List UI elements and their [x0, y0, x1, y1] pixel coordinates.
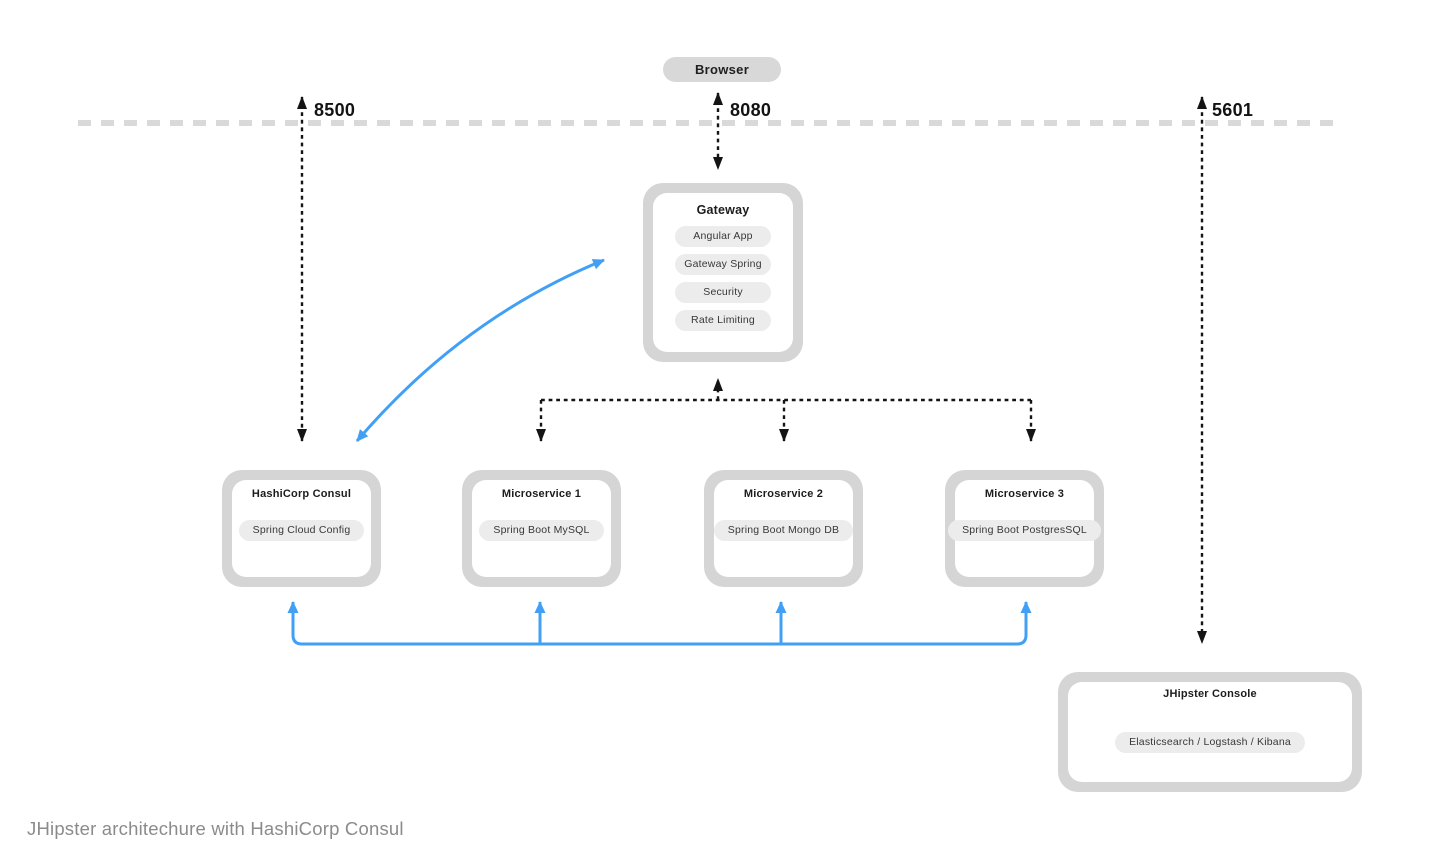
browser-node: Browser [663, 57, 781, 82]
jhipster-console-node: JHipster Console Elasticsearch / Logstas… [1058, 672, 1362, 792]
microservice3-title: Microservice 3 [984, 488, 1065, 500]
port-label-8080: 8080 [730, 100, 772, 120]
microservice3-pill-spring-boot-postgressql: Spring Boot PostgresSQL [948, 520, 1101, 541]
microservice1-node-inner: Microservice 1 Spring Boot MySQL [472, 480, 611, 577]
console-pill-elk: Elasticsearch / Logstash / Kibana [1115, 732, 1305, 753]
microservice1-title: Microservice 1 [501, 488, 582, 500]
microservice2-title: Microservice 2 [743, 488, 824, 500]
hashicorp-consul-node: HashiCorp Consul Spring Cloud Config [222, 470, 381, 587]
gateway-node: Gateway Angular App Gateway Spring Secur… [643, 183, 803, 362]
gateway-pill-stack: Angular App Gateway Spring Security Rate… [675, 226, 771, 338]
microservice1-node: Microservice 1 Spring Boot MySQL [462, 470, 621, 587]
microservice2-node: Microservice 2 Spring Boot Mongo DB [704, 470, 863, 587]
port-label-5601: 5601 [1212, 100, 1254, 120]
jhipster-console-title: JHipster Console [1163, 688, 1257, 700]
diagram-caption: JHipster architechure with HashiCorp Con… [27, 818, 404, 839]
hashicorp-consul-title: HashiCorp Consul [251, 488, 352, 500]
microservice2-node-inner: Microservice 2 Spring Boot Mongo DB [713, 480, 854, 577]
service-registration-bracket [287, 601, 1032, 646]
gateway-pill-security: Security [675, 282, 771, 303]
hashicorp-consul-node-inner: HashiCorp Consul Spring Cloud Config [232, 480, 371, 577]
gateway-node-inner: Gateway Angular App Gateway Spring Secur… [653, 193, 793, 352]
port-label-8500: 8500 [314, 100, 356, 120]
jhipster-console-node-inner: JHipster Console Elasticsearch / Logstas… [1068, 682, 1352, 782]
microservice3-node-inner: Microservice 3 Spring Boot PostgresSQL [948, 480, 1101, 577]
gateway-pill-gateway-spring: Gateway Spring [675, 254, 771, 275]
microservice1-pill-spring-boot-mysql: Spring Boot MySQL [479, 520, 604, 541]
gateway-title: Gateway [696, 203, 750, 217]
microservice2-pill-spring-boot-mongo-db: Spring Boot Mongo DB [713, 520, 854, 541]
gateway-pill-angular-app: Angular App [675, 226, 771, 247]
consul-pill-spring-cloud-config: Spring Cloud Config [238, 520, 365, 541]
gateway-pill-rate-limiting: Rate Limiting [675, 310, 771, 331]
microservice3-node: Microservice 3 Spring Boot PostgresSQL [945, 470, 1104, 587]
consul-gateway-curved-arrow [355, 258, 605, 442]
browser-label: Browser [694, 62, 750, 77]
